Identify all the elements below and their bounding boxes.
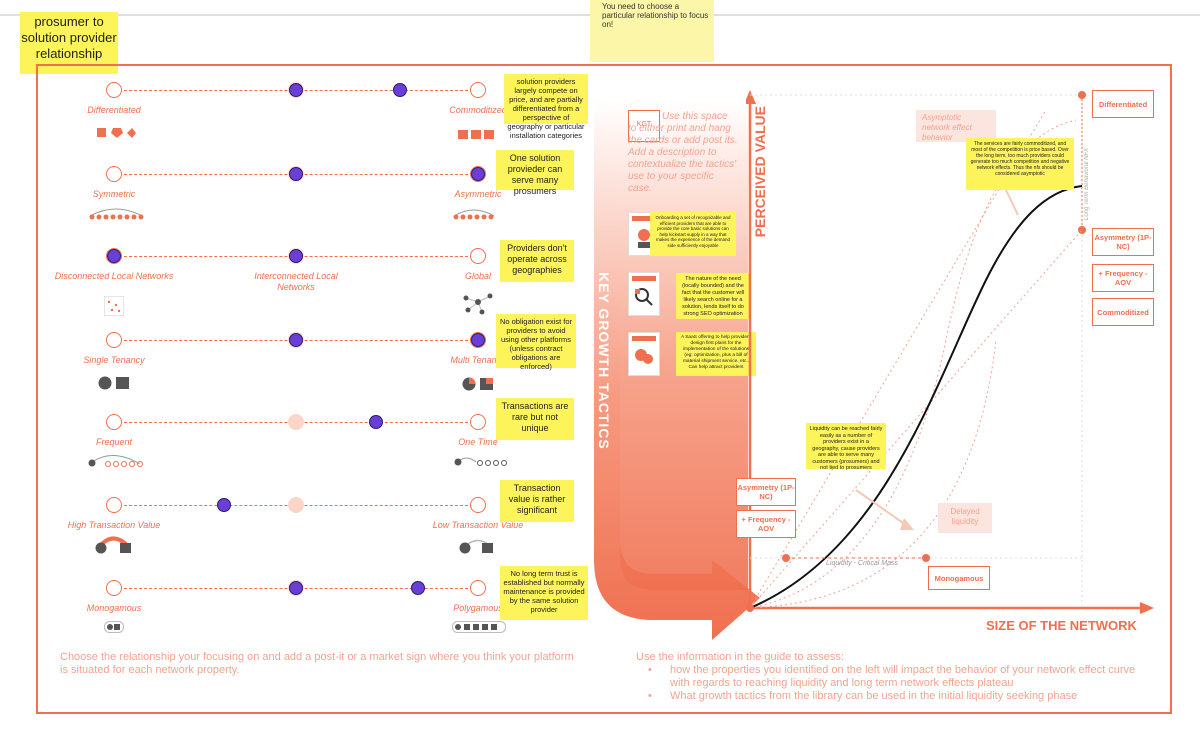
symmetric-icon [88, 206, 144, 225]
property-note[interactable]: No long term trust is established but no… [500, 566, 588, 620]
multi-tenancy-icon [462, 377, 496, 396]
instruction-postit[interactable]: You need to choose a particular relation… [590, 0, 714, 62]
row-mid-anchor[interactable] [288, 497, 304, 513]
title-postit[interactable]: prosumer to solution provider relationsh… [20, 12, 118, 74]
local-networks-icon [103, 295, 125, 321]
row-right-anchor[interactable] [470, 414, 486, 430]
right-instruction-intro: Use the information in the guide to asse… [636, 651, 844, 663]
row-right-label: Asymmetric [454, 189, 502, 199]
row-left-label: Symmetric [92, 189, 136, 199]
row-left-anchor[interactable] [106, 166, 122, 182]
row-left-label: High Transaction Value [67, 520, 161, 530]
tactic-note-2[interactable]: The nature of the need (locally bounded)… [676, 273, 750, 319]
y-axis-label: PERCEIVED VALUE [752, 106, 768, 238]
bullet-text-1: how the properties you identified on the… [670, 664, 1136, 689]
row-left-anchor[interactable] [106, 580, 122, 596]
canvas-frame [36, 64, 1172, 714]
polygamous-icon [452, 620, 506, 638]
row-left-label: Disconnected Local Networks [54, 271, 174, 281]
frequency-box-left[interactable]: + Frequency - AOV [736, 510, 796, 538]
tactic-card-2[interactable] [628, 272, 660, 316]
row-right-label: Multi Tenancy [450, 355, 506, 365]
row-right-anchor[interactable] [470, 580, 486, 596]
row-right-anchor[interactable] [470, 497, 486, 513]
asymmetry-box-right[interactable]: Asymmetry (1P-NC) [1092, 228, 1154, 256]
position-marker[interactable] [369, 415, 383, 429]
delayed-liquidity-label: Delayed liquidity [938, 503, 992, 533]
position-marker[interactable] [289, 249, 303, 263]
row-left-label: Frequent [95, 437, 133, 447]
position-marker[interactable] [411, 581, 425, 595]
x-axis-label: SIZE OF THE NETWORK [986, 618, 1137, 633]
row-left-label: Single Tenancy [83, 355, 145, 365]
kgt-badge-icon: KGT [628, 110, 660, 142]
critical-mass-label: Liquidity - Critical Mass [826, 560, 898, 567]
position-marker[interactable] [471, 167, 485, 181]
monogamous-box[interactable]: Monogamous [928, 566, 990, 590]
network-effect-chart [744, 80, 1166, 645]
row-right-label: Low Transaction Value [432, 520, 524, 530]
property-note[interactable]: Transaction value is rather significant [500, 480, 574, 522]
left-instruction: Choose the relationship your focusing on… [60, 651, 574, 676]
asymmetric-icon [452, 206, 496, 225]
position-marker[interactable] [289, 167, 303, 181]
property-note[interactable]: Transactions are rare but not unique [496, 398, 574, 440]
property-note[interactable]: Providers don't operate across geographi… [500, 240, 574, 282]
right-instruction-bullet-1: •how the properties you identified on th… [648, 664, 1136, 689]
row-left-anchor[interactable] [106, 497, 122, 513]
long-term-label: Long Term Behavioral NFX [1084, 147, 1090, 220]
kgt-instruction: Use this space to either print and hang … [628, 111, 738, 194]
monogamous-icon [104, 620, 124, 638]
one-time-icon [454, 452, 510, 473]
position-marker[interactable] [289, 83, 303, 97]
property-note[interactable]: solution providers largely compete on pr… [504, 74, 588, 140]
high-value-icon [94, 534, 134, 559]
row-right-anchor[interactable] [470, 248, 486, 264]
row-left-anchor[interactable] [106, 414, 122, 430]
position-marker[interactable] [289, 333, 303, 347]
frequent-icon [88, 452, 144, 473]
position-marker[interactable] [289, 581, 303, 595]
commoditized-box[interactable]: Commoditized [1092, 298, 1154, 326]
differentiated-icon [96, 126, 136, 145]
row-left-anchor[interactable] [106, 332, 122, 348]
tactic-note-3[interactable]: A SaaS offering to help providers design… [676, 332, 756, 376]
asymptotic-label: Asymptotic network effect behavior [916, 110, 996, 142]
row-right-label: Commoditized [449, 105, 507, 115]
tactic-note-1[interactable]: Onboarding a set of recognizable and eff… [650, 212, 736, 256]
global-network-icon [462, 290, 494, 321]
right-instruction-bullet-2: •What growth tactics from the library ca… [648, 690, 1078, 702]
frequency-box-right[interactable]: + Frequency - AOV [1092, 264, 1154, 292]
position-marker[interactable] [471, 333, 485, 347]
position-marker[interactable] [393, 83, 407, 97]
row-left-anchor[interactable] [106, 82, 122, 98]
row-left-label: Differentiated [87, 105, 141, 115]
asymmetry-box-left[interactable]: Asymmetry (1P-NC) [736, 478, 796, 506]
right-instruction: Use the information in the guide to asse… [636, 651, 1136, 703]
bullet-text-2: What growth tactics from the library can… [670, 690, 1078, 702]
row-right-anchor[interactable] [470, 82, 486, 98]
single-tenancy-icon [98, 376, 132, 395]
liquidity-note[interactable]: Liquidity can be reached fairly easily a… [806, 423, 886, 471]
row-right-label: Global [464, 271, 491, 281]
differentiated-box[interactable]: Differentiated [1092, 90, 1154, 118]
property-note[interactable]: One solution provieder can serve many pr… [496, 150, 574, 196]
asymptotic-note[interactable]: The services are fairly commoditized, an… [966, 138, 1074, 190]
kgt-vertical-label: KEY GROWTH TACTICS [596, 272, 612, 450]
position-marker[interactable] [217, 498, 231, 512]
property-note[interactable]: No obligation exist for providers to avo… [496, 314, 576, 371]
row-right-label: Polygamous [453, 603, 503, 613]
low-value-icon [458, 534, 498, 559]
tactic-card-3[interactable] [628, 332, 660, 376]
row-mid-anchor[interactable] [288, 414, 304, 430]
position-marker[interactable] [107, 249, 121, 263]
row-mid-label: Interconnected Local Networks [254, 271, 338, 292]
row-left-label: Monogamous [86, 603, 142, 613]
row-right-label: One Time [458, 437, 498, 447]
commoditized-icon [458, 128, 498, 146]
